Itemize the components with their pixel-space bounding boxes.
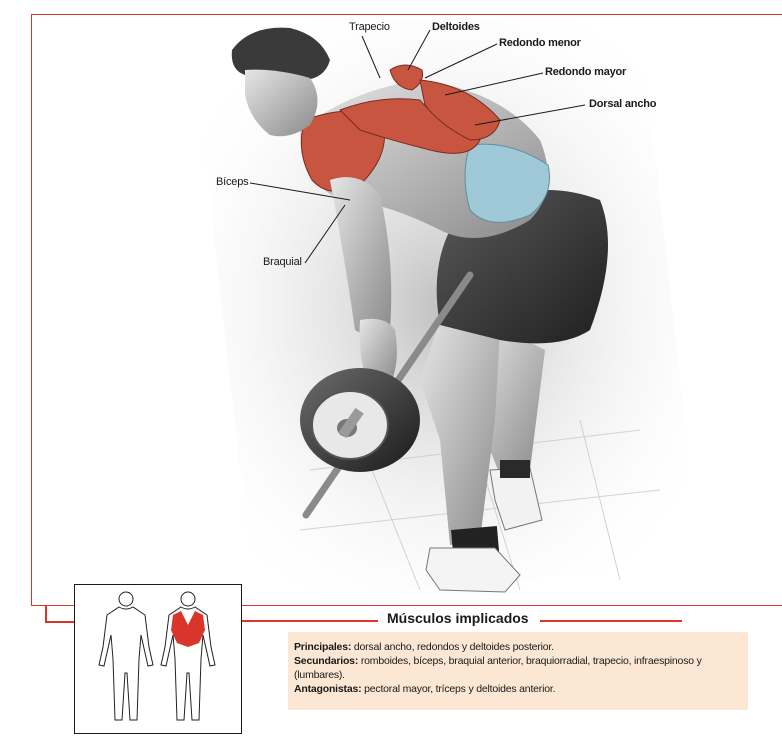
muscles-info-box: Principales: dorsal ancho, redondos y de… [288,632,748,710]
label-trapecio: Trapecio [349,21,390,33]
forearm [359,318,397,382]
label-biceps: Bíceps [216,176,249,188]
bottom-rule-title-right [540,620,682,622]
label-redondo-menor: Redondo menor [499,37,581,49]
latissimus-dorsi [464,143,550,223]
antagonistas-text: pectoral mayor, tríceps y deltoides ante… [361,683,556,695]
bottom-rule-title-left [242,620,378,622]
barbell-collar [338,407,364,439]
section-title: Músculos implicados [381,610,535,626]
label-redondo-mayor: Redondo mayor [545,66,627,78]
hair [231,27,330,80]
body-figures-icon [98,591,216,721]
principales-label: Principales: [294,641,352,653]
label-deltoides: Deltoides [432,21,480,33]
principales-text: dorsal ancho, redondos y deltoides poste… [351,641,554,653]
secundarios-line: Secundarios: romboides, bíceps, braquial… [294,654,742,682]
bottom-rule-left-vertical [45,605,47,623]
upper-arm [330,177,392,335]
bottom-rule-left-horizontal [45,621,75,623]
antagonistas-line: Antagonistas: pectoral mayor, tríceps y … [294,682,742,696]
head [245,69,318,137]
secundarios-label: Secundarios: [294,655,359,667]
highlighted-back-muscles [171,611,205,647]
page-frame [31,14,782,606]
back-sock [500,460,530,478]
front-leg [420,320,500,545]
secundarios-text: romboides, bíceps, braquial anterior, br… [294,655,702,681]
antagonistas-label: Antagonistas: [294,683,362,695]
principales-line: Principales: dorsal ancho, redondos y de… [294,640,742,654]
upper-back-red [419,79,501,141]
muscle-map-thumbnail [74,584,242,734]
label-braquial: Braquial [263,256,302,268]
front-shoe [425,547,521,593]
teres-muscles [339,98,481,154]
label-dorsal-ancho: Dorsal ancho [589,98,657,110]
